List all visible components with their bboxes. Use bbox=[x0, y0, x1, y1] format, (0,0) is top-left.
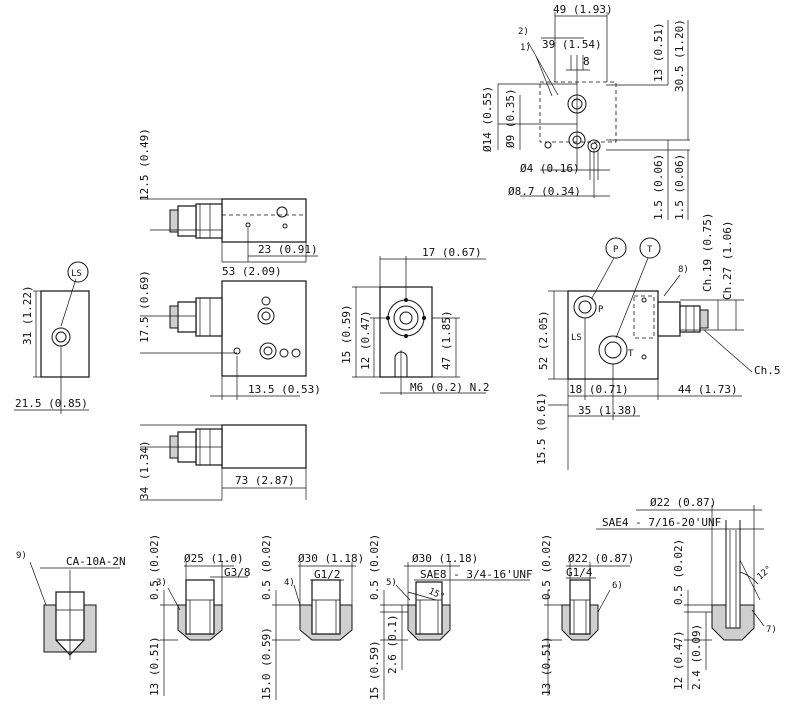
dim-12-5: 12.5 (0.49) bbox=[138, 128, 151, 201]
port-mark-ls: LS bbox=[571, 333, 582, 343]
dim-1-5-a: 1.5 (0.06) bbox=[652, 154, 665, 220]
dim-ch19: Ch.19 (0.75) bbox=[701, 213, 714, 292]
dim-73: 73 (2.87) bbox=[235, 474, 295, 487]
bottom-view-block bbox=[221, 424, 307, 469]
ls-balloon-label: LS bbox=[71, 269, 82, 279]
port-view-cartridge bbox=[657, 301, 681, 337]
left-side-view: LS 31 (1.22) 21.5 (0.85) bbox=[14, 261, 90, 414]
cavity-4: 4) Ø30 (1.18) G1/2 0.5 (0.02) 15.0 (0.59… bbox=[260, 534, 364, 700]
cavity-7-angle: 12° bbox=[756, 564, 775, 582]
dim-44: 44 (1.73) bbox=[678, 383, 738, 396]
top-detail-outline bbox=[539, 81, 617, 143]
dim-dia4: Ø4 (0.16) bbox=[520, 162, 580, 175]
cavity-6-depth: 13 (0.51) bbox=[540, 636, 553, 696]
cavity-5-depth: 15 (0.59) bbox=[368, 640, 381, 700]
cavity-4-depth: 15.0 (0.59) bbox=[260, 627, 273, 700]
cavity-5-top: 0.5 (0.02) bbox=[368, 534, 381, 600]
cavity-5-thread: SAE8 - 3/4-16'UNF bbox=[420, 568, 533, 581]
dim-m6: M6 (0.2) N.2 bbox=[410, 381, 489, 394]
note-9: 9) bbox=[16, 551, 27, 561]
dim-8: 8 bbox=[583, 55, 590, 68]
note-7: 7) bbox=[766, 625, 777, 635]
cavity-3-top: 0.5 (0.02) bbox=[148, 534, 161, 600]
cavity-3-thread: G3/8 bbox=[224, 566, 251, 579]
dim-30-5: 30.5 (1.20) bbox=[673, 19, 686, 92]
side-view: 17 (0.67) 15 (0.59) 12 (0.47) 47 (1.85) … bbox=[340, 246, 489, 395]
ls-balloon bbox=[67, 261, 89, 283]
dim-17: 17 (0.67) bbox=[422, 246, 482, 259]
port-view: P LS T P T 8) Ch.19 (0.75) Ch.27 (1.06) … bbox=[535, 213, 781, 470]
dim-15: 15 (0.59) bbox=[340, 304, 353, 364]
dim-ch27: Ch.27 (1.06) bbox=[721, 221, 734, 300]
cavity-7-thread: SAE4 - 7/16-20'UNF bbox=[602, 516, 721, 529]
cavity-7-top: 0.5 (0.02) bbox=[672, 539, 685, 605]
cavity-3: 3) Ø25 (1.0) G3/8 0.5 (0.02) 13 (0.51) bbox=[148, 534, 251, 696]
note-1: 1) bbox=[520, 43, 531, 53]
note-2: 2) bbox=[518, 27, 529, 37]
top-view: 12.5 (0.49) 23 (0.91) 53 (2.09) bbox=[138, 128, 318, 278]
dim-49: 49 (1.93) bbox=[553, 3, 613, 16]
dim-13-5: 13.5 (0.53) bbox=[248, 383, 321, 396]
dim-39: 39 (1.54) bbox=[542, 38, 602, 51]
pilot-port-large bbox=[567, 94, 587, 114]
cavity-7-dia: Ø22 (0.87) bbox=[650, 496, 716, 509]
note-4: 4) bbox=[284, 578, 295, 588]
port-mark-t: T bbox=[628, 349, 634, 359]
p-balloon bbox=[605, 237, 627, 259]
cavity-6-thread: G1/4 bbox=[566, 566, 593, 579]
dim-34: 34 (1.34) bbox=[138, 440, 151, 500]
dim-1-5-b: 1.5 (0.06) bbox=[673, 154, 686, 220]
note-6: 6) bbox=[612, 581, 623, 591]
note-8: 8) bbox=[678, 265, 689, 275]
dim-15-5: 15.5 (0.61) bbox=[535, 392, 548, 465]
cavity-7: 7) Ø22 (0.87) SAE4 - 7/16-20'UNF 12° 0.5… bbox=[596, 496, 777, 690]
cavity-7-small: 2.4 (0.09) bbox=[690, 624, 703, 690]
cavity-4-dia: Ø30 (1.18) bbox=[298, 552, 364, 565]
dim-18: 18 (0.71) bbox=[569, 383, 629, 396]
note-3: 3) bbox=[156, 578, 167, 588]
cavity-9-label: CA-10A-2N bbox=[66, 555, 126, 568]
dim-31: 31 (1.22) bbox=[21, 285, 34, 345]
cavity-6: 6) Ø22 (0.87) G1/4 0.5 (0.02) 13 (0.51) bbox=[540, 534, 634, 696]
cavity-6-top: 0.5 (0.02) bbox=[540, 534, 553, 600]
cavity-4-thread: G1/2 bbox=[314, 568, 341, 581]
dim-dia8-7: Ø8.7 (0.34) bbox=[508, 185, 581, 198]
front-view-block bbox=[221, 280, 307, 377]
pilot-port-lower bbox=[568, 131, 586, 149]
t-balloon-label: T bbox=[647, 245, 653, 255]
dim-47: 47 (1.85) bbox=[440, 310, 453, 370]
note-5: 5) bbox=[386, 578, 397, 588]
cavity-5: 5) Ø30 (1.18) SAE8 - 3/4-16'UNF 15° 0.5 … bbox=[368, 534, 533, 700]
top-detail-view: 49 (1.93) 39 (1.54) 8 2) 1) Ø14 (0.55) Ø… bbox=[481, 3, 690, 220]
front-view: 17.5 (0.69) 13.5 (0.53) bbox=[138, 270, 321, 400]
dim-53: 53 (2.09) bbox=[222, 265, 282, 278]
p-balloon-label: P bbox=[613, 245, 619, 255]
cavity-5-dia: Ø30 (1.18) bbox=[412, 552, 478, 565]
dim-23: 23 (0.91) bbox=[258, 243, 318, 256]
bottom-view: 34 (1.34) 73 (2.87) bbox=[138, 424, 307, 501]
port-mark-p: P bbox=[598, 305, 604, 315]
cavity-3-dia: Ø25 (1.0) bbox=[184, 552, 244, 565]
dim-dia14: Ø14 (0.55) bbox=[481, 86, 494, 152]
cavity-9: 9) CA-10A-2N bbox=[16, 551, 126, 660]
dim-ch5: Ch.5 bbox=[754, 364, 781, 377]
top-view-block bbox=[221, 198, 307, 243]
dim-12: 12 (0.47) bbox=[359, 310, 372, 370]
cavity-4-top: 0.5 (0.02) bbox=[260, 534, 273, 600]
dim-13: 13 (0.51) bbox=[652, 22, 665, 82]
cavity-6-dia: Ø22 (0.87) bbox=[568, 552, 634, 565]
dim-dia9: Ø9 (0.35) bbox=[504, 88, 517, 148]
cavity-5-small: 2.6 (0.1) bbox=[386, 614, 399, 674]
cavity-3-depth: 13 (0.51) bbox=[148, 636, 161, 696]
dim-21-5: 21.5 (0.85) bbox=[15, 397, 88, 410]
dim-35: 35 (1.38) bbox=[578, 404, 638, 417]
cavity-7-depth: 12 (0.47) bbox=[672, 630, 685, 690]
dim-17-5: 17.5 (0.69) bbox=[138, 270, 151, 343]
dim-52: 52 (2.05) bbox=[537, 310, 550, 370]
t-balloon bbox=[639, 237, 661, 259]
